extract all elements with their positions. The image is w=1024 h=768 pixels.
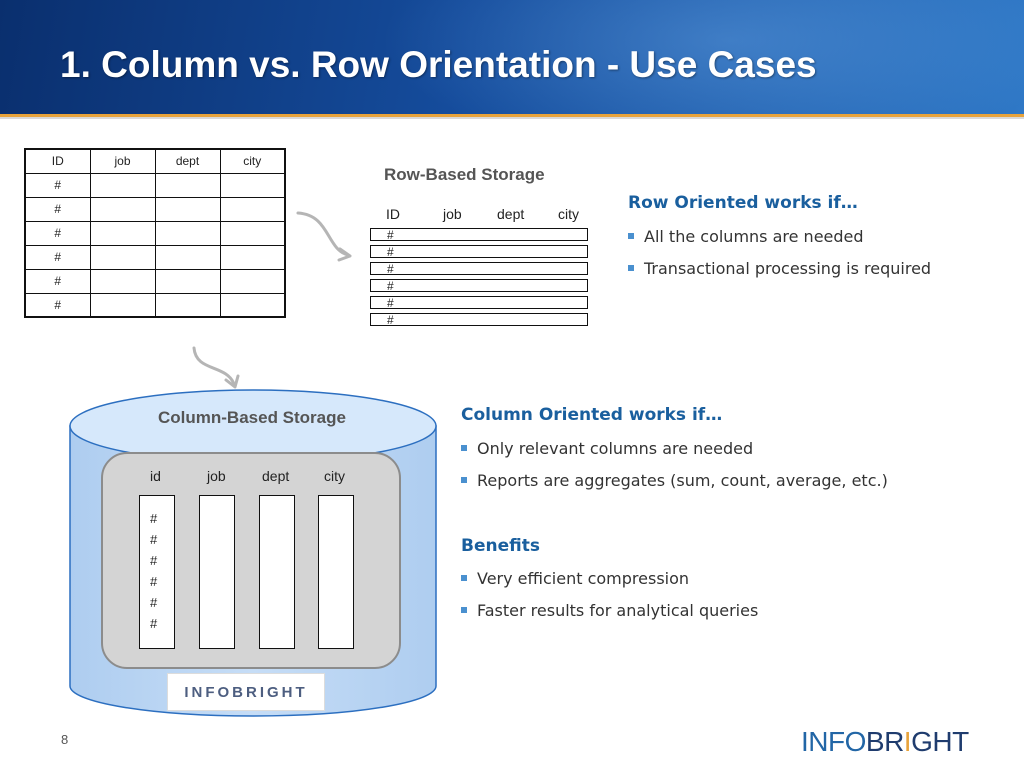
bullet-text: Faster results for analytical queries	[477, 601, 759, 620]
row-storage-header-id: ID	[386, 206, 400, 222]
column-storage-header-city: city	[324, 468, 345, 484]
table-cell: #	[24, 220, 91, 246]
table-cell	[219, 196, 286, 222]
table-cell: #	[24, 292, 91, 318]
column-value: #	[150, 511, 158, 526]
column-strip-id	[139, 495, 175, 649]
column-strip-job	[199, 495, 235, 649]
row-storage-record: #	[370, 313, 588, 326]
row-oriented-bullet: Transactional processing is required	[628, 259, 931, 278]
row-storage-record: #	[370, 262, 588, 275]
row-storage-header-job: job	[443, 206, 462, 222]
table-cell: #	[24, 244, 91, 270]
title-banner: 1. Column vs. Row Orientation - Use Case…	[0, 0, 1024, 114]
infobright-logo: INFOBRIGHT	[801, 726, 969, 758]
table-cell	[219, 268, 286, 294]
row-storage-header-city: city	[558, 206, 579, 222]
table-cell	[89, 172, 156, 198]
benefits-bullet: Faster results for analytical queries	[461, 601, 758, 620]
table-cell	[219, 220, 286, 246]
table-cell	[89, 196, 156, 222]
bullet-text: Only relevant columns are needed	[477, 439, 754, 458]
column-storage-header-dept: dept	[262, 468, 290, 484]
source-table-header-id: ID	[24, 148, 91, 174]
column-value: #	[150, 553, 158, 568]
title-banner-glow	[380, 0, 1024, 114]
table-cell: #	[24, 196, 91, 222]
source-table-header-job: job	[89, 148, 156, 174]
table-cell	[89, 268, 156, 294]
table-cell: #	[24, 268, 91, 294]
column-oriented-heading: Column Oriented works if…	[461, 405, 723, 425]
bullet-square-icon	[628, 232, 634, 239]
column-value: #	[150, 532, 158, 547]
source-table: ID job dept city # # # # # #	[24, 148, 286, 318]
column-value: #	[150, 595, 158, 610]
bullet-text: Transactional processing is required	[644, 259, 932, 278]
table-row: #	[24, 220, 286, 246]
column-storage-title: Column-Based Storage	[158, 408, 346, 427]
logo-text-ght: GHT	[911, 726, 969, 757]
arrow-to-column-storage-icon	[192, 346, 240, 389]
table-cell	[154, 220, 221, 246]
row-oriented-bullet: All the columns are needed	[628, 227, 864, 246]
row-oriented-heading: Row Oriented works if…	[628, 193, 858, 213]
title-rule-orange	[0, 114, 1024, 117]
bullet-square-icon	[461, 574, 467, 581]
bullet-text: Very efficient compression	[477, 569, 690, 588]
table-cell: #	[24, 172, 91, 198]
row-storage-record: #	[370, 228, 588, 241]
table-cell	[154, 196, 221, 222]
arrow-to-row-storage-icon	[296, 211, 352, 262]
logo-text-br: BR	[865, 726, 904, 757]
title-rule-gray	[0, 117, 1024, 119]
bullet-text: Reports are aggregates (sum, count, aver…	[477, 471, 888, 490]
bullet-square-icon	[628, 264, 634, 271]
infobright-logo-small: INFOBRIGHT	[167, 673, 325, 711]
column-oriented-bullet: Only relevant columns are needed	[461, 439, 753, 458]
source-table-header-row: ID job dept city	[24, 148, 286, 174]
table-row: #	[24, 292, 286, 318]
column-value: #	[150, 574, 158, 589]
column-strip-dept	[259, 495, 295, 649]
row-storage-record: #	[370, 279, 588, 292]
table-row: #	[24, 172, 286, 198]
bullet-text: All the columns are needed	[644, 227, 864, 246]
column-value: #	[150, 616, 158, 631]
logo-text-i: I	[903, 726, 912, 757]
bullet-square-icon	[461, 606, 467, 613]
row-storage-record: #	[370, 296, 588, 309]
bullet-square-icon	[461, 444, 467, 451]
table-cell	[154, 268, 221, 294]
column-oriented-bullet: Reports are aggregates (sum, count, aver…	[461, 471, 888, 490]
table-row: #	[24, 268, 286, 294]
slide-title: 1. Column vs. Row Orientation - Use Case…	[60, 44, 817, 85]
infobright-logo-small-text: INFOBRIGHT	[184, 683, 308, 701]
table-cell	[154, 292, 221, 318]
table-row: #	[24, 196, 286, 222]
column-storage-header-job: job	[207, 468, 226, 484]
table-cell	[89, 220, 156, 246]
row-storage-record: #	[370, 245, 588, 258]
source-table-header-city: city	[219, 148, 286, 174]
row-storage-header-dept: dept	[497, 206, 525, 222]
page-number: 8	[61, 732, 69, 747]
logo-text-info: INFO	[801, 726, 866, 757]
row-storage-title: Row-Based Storage	[384, 165, 545, 184]
table-row: #	[24, 244, 286, 270]
column-strip-city	[318, 495, 354, 649]
table-cell	[219, 172, 286, 198]
column-storage-header-id: id	[150, 468, 161, 484]
table-cell	[89, 292, 156, 318]
table-cell	[219, 292, 286, 318]
table-cell	[154, 172, 221, 198]
benefits-bullet: Very efficient compression	[461, 569, 689, 588]
benefits-heading: Benefits	[461, 536, 540, 556]
table-cell	[219, 244, 286, 270]
table-cell	[154, 244, 221, 270]
bullet-square-icon	[461, 476, 467, 483]
source-table-header-dept: dept	[154, 148, 221, 174]
table-cell	[89, 244, 156, 270]
